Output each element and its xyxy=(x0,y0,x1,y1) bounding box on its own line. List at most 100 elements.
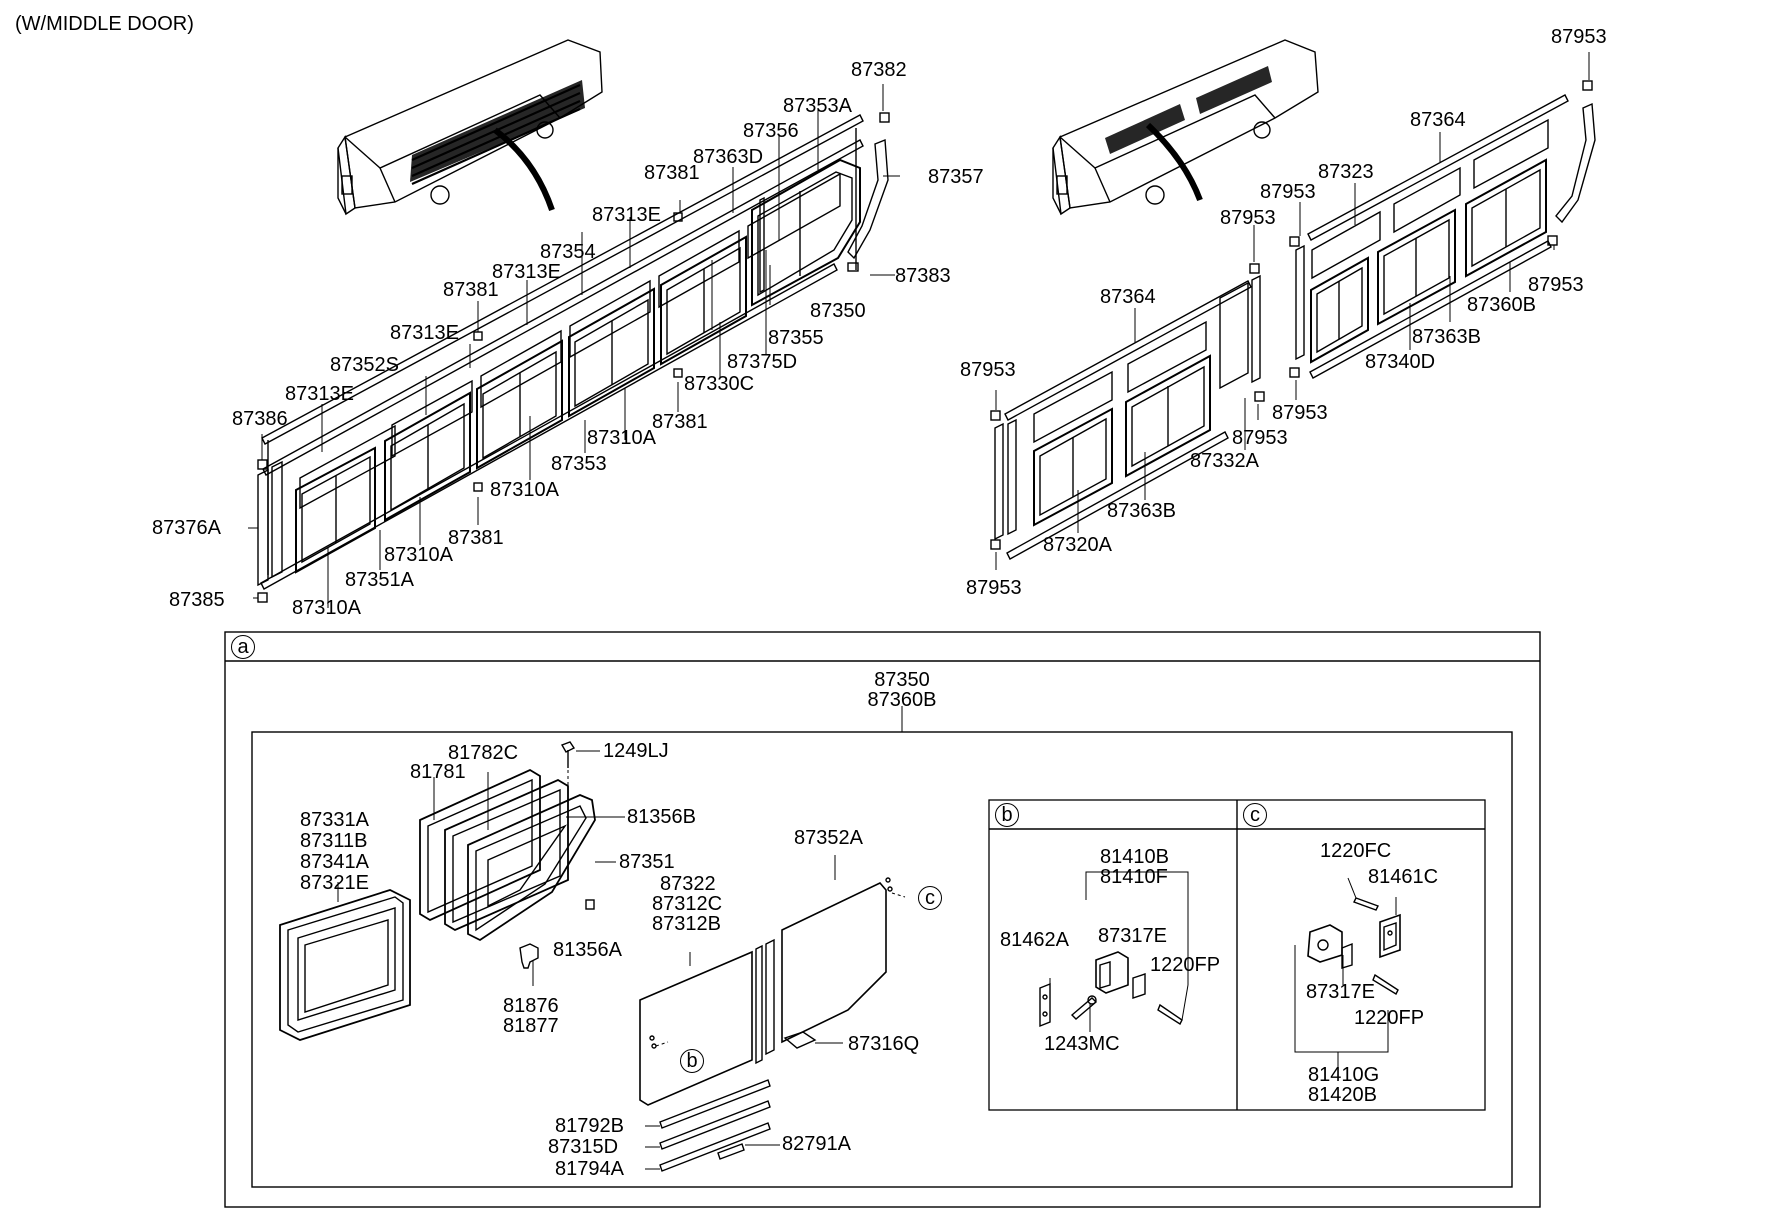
part-label-87323: 87323 xyxy=(1318,161,1374,183)
part-label-87310a: 87310A xyxy=(490,479,559,501)
part-label-87354: 87354 xyxy=(540,241,596,263)
part-label-81782c: 81782C xyxy=(448,742,519,764)
bus-illustration-left xyxy=(337,39,603,216)
callout-c-header: c xyxy=(1243,803,1267,827)
part-label-81876: 81876 xyxy=(503,995,559,1017)
part-label-87311b: 87311B xyxy=(300,830,368,852)
latch-assembly-c xyxy=(1294,877,1401,1068)
part-label-81781: 81781 xyxy=(410,761,466,783)
part-label-87340d: 87340D xyxy=(1365,351,1436,373)
part-label-81356a: 81356A xyxy=(553,939,622,961)
left-side-panel-assembly xyxy=(257,112,890,603)
callout-b-header: b xyxy=(995,803,1019,827)
part-label-87312c: 87312C xyxy=(652,893,723,915)
part-label-82791a: 82791A xyxy=(782,1133,851,1155)
part-label-87353a: 87353A xyxy=(783,95,852,117)
part-label-81877: 81877 xyxy=(503,1015,559,1037)
part-label-87350: 87350 xyxy=(810,300,866,322)
part-label-87315d: 87315D xyxy=(548,1136,619,1158)
part-label-87330c: 87330C xyxy=(684,373,755,395)
part-label-87356: 87356 xyxy=(743,120,799,142)
part-label-87352a: 87352A xyxy=(794,827,863,849)
detail-a-box xyxy=(224,631,1541,1208)
part-label-87381: 87381 xyxy=(652,411,708,433)
detail-a-leaders xyxy=(337,772,836,986)
part-label-81410f: 81410F xyxy=(1100,866,1168,888)
part-label-87331a: 87331A xyxy=(300,809,369,831)
window-frame-part xyxy=(279,889,411,1041)
part-label-87953: 87953 xyxy=(1272,402,1328,424)
part-label-87953: 87953 xyxy=(1551,26,1607,48)
part-label-87381: 87381 xyxy=(443,279,499,301)
part-label-87321e: 87321E xyxy=(300,872,369,894)
part-label-81794a: 81794A xyxy=(555,1158,624,1180)
part-label-87381: 87381 xyxy=(644,162,700,184)
part-label-87313e: 87313E xyxy=(492,261,561,283)
part-label-87363b: 87363B xyxy=(1107,500,1176,522)
detail-bc-box xyxy=(988,799,1486,1111)
part-label-81792b: 81792B xyxy=(555,1115,624,1137)
part-label-81420b: 81420B xyxy=(1308,1084,1377,1106)
callout-a: a xyxy=(231,635,255,659)
part-label-87953: 87953 xyxy=(1220,207,1276,229)
part-label-87953: 87953 xyxy=(960,359,1016,381)
sliding-glass-panels xyxy=(639,877,906,1106)
part-label-87953: 87953 xyxy=(1528,274,1584,296)
callout-c: c xyxy=(918,886,942,910)
part-label-81461c: 81461C xyxy=(1368,866,1439,888)
part-label-87317e: 87317E xyxy=(1098,925,1167,947)
part-label-87310a: 87310A xyxy=(587,427,656,449)
part-label-1220fp: 1220FP xyxy=(1150,954,1221,976)
part-label-87355: 87355 xyxy=(768,327,824,349)
part-label-87383: 87383 xyxy=(895,265,951,287)
bus-illustration-right xyxy=(1052,39,1319,216)
part-label-87360b: 87360B xyxy=(867,689,937,711)
part-label-81410b: 81410B xyxy=(1100,846,1169,868)
part-label-1220fp: 1220FP xyxy=(1354,1007,1425,1029)
part-label-87364: 87364 xyxy=(1410,109,1466,131)
part-label-87310a: 87310A xyxy=(292,597,361,619)
part-label-87352s: 87352S xyxy=(330,354,399,376)
small-clips-detail-a xyxy=(519,816,625,969)
part-label-87953: 87953 xyxy=(1260,181,1316,203)
part-label-87351a: 87351A xyxy=(345,569,414,591)
part-label-87385: 87385 xyxy=(169,589,225,611)
part-label-87313e: 87313E xyxy=(390,322,459,344)
rails-and-guides xyxy=(645,1031,843,1172)
part-label-87364: 87364 xyxy=(1100,286,1156,308)
part-label-87313e: 87313E xyxy=(592,204,661,226)
part-label-87312b: 87312B xyxy=(652,913,721,935)
part-label-87317e: 87317E xyxy=(1306,981,1375,1003)
part-label-87363b: 87363B xyxy=(1412,326,1481,348)
part-label-87310a: 87310A xyxy=(384,544,453,566)
part-label-87353: 87353 xyxy=(551,453,607,475)
part-label-87322: 87322 xyxy=(660,873,716,895)
part-label-1249lj: 1249LJ xyxy=(603,740,669,762)
diagram-title: (W/MIDDLE DOOR) xyxy=(15,13,194,35)
leader-lines-top xyxy=(248,52,1590,608)
right-side-panel-assembly xyxy=(990,80,1596,560)
part-label-81462a: 81462A xyxy=(1000,929,1069,951)
part-label-87341a: 87341A xyxy=(300,851,369,873)
screw-1249lj xyxy=(560,741,600,800)
part-label-87316q: 87316Q xyxy=(848,1033,920,1055)
part-label-87363d: 87363D xyxy=(693,146,764,168)
part-label-1243mc: 1243MC xyxy=(1044,1033,1120,1055)
part-label-87375d: 87375D xyxy=(727,351,798,373)
part-label-87313e: 87313E xyxy=(285,383,354,405)
part-label-87953: 87953 xyxy=(1232,427,1288,449)
window-seals xyxy=(419,768,596,942)
part-label-87332a: 87332A xyxy=(1190,450,1259,472)
part-label-87953: 87953 xyxy=(966,577,1022,599)
part-label-87320a: 87320A xyxy=(1043,534,1112,556)
part-label-87360b: 87360B xyxy=(1467,294,1536,316)
part-label-87386: 87386 xyxy=(232,408,288,430)
part-label-87350: 87350 xyxy=(874,669,930,691)
callout-b: b xyxy=(680,1049,704,1073)
part-label-81410g: 81410G xyxy=(1308,1064,1380,1086)
part-label-87376a: 87376A xyxy=(152,517,221,539)
part-label-1220fc: 1220FC xyxy=(1320,840,1392,862)
part-label-87381: 87381 xyxy=(448,527,504,549)
part-label-87382: 87382 xyxy=(851,59,907,81)
